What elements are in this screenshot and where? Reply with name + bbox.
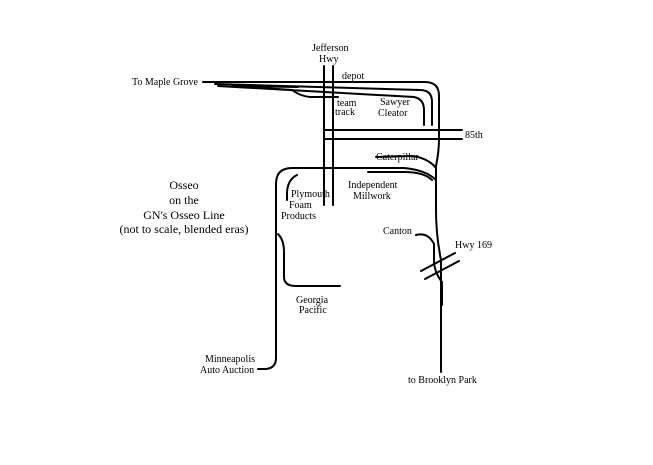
hwy169-road (424, 260, 460, 280)
plymouth-foam-label-3: Products (281, 211, 316, 222)
jefferson-hwy-label-2: Hwy (319, 54, 339, 65)
team-track-label: team (337, 98, 357, 109)
independent-millwork-label: Independent (348, 180, 398, 191)
georgia-pacific-label: Georgia (296, 295, 329, 306)
plymouth-foam-label-2: Foam (289, 200, 312, 211)
team-track-spur (261, 87, 339, 98)
jefferson-hwy-label: Jefferson (312, 43, 349, 54)
maple-grove-label: To Maple Grove (132, 77, 198, 88)
caterpillar-spur (375, 154, 437, 169)
georgia-pacific-label-2: Pacific (299, 305, 327, 316)
independent-millwork-spur (367, 171, 433, 181)
diagram-title-line4: (not to scale, blended eras) (119, 222, 249, 236)
plymouth-foam-label: Plymouth (291, 189, 330, 200)
minneapolis-auto-auction-label: Minneapolis (205, 354, 255, 365)
diagram-title-line2: on the (169, 193, 199, 207)
depot-spur (231, 85, 299, 88)
diagram-title-line1: Osseo (169, 178, 199, 192)
sawyer-cleator-label-2: Cleator (378, 108, 408, 119)
minneapolis-auto-auction-label-2: Auto Auction (200, 365, 255, 376)
depot-label: depot (342, 71, 365, 82)
siding-track (217, 85, 425, 126)
hwy169-road (420, 252, 456, 272)
diagram-title-line3: GN's Osseo Line (143, 208, 225, 222)
west-branch-track (257, 167, 437, 370)
brooklyn-park-label: to Brooklyn Park (408, 375, 477, 386)
85th-label: 85th (465, 130, 483, 141)
caterpillar-label: Caterpillar (376, 152, 419, 163)
main-line-track (202, 81, 442, 373)
georgia-pacific-spur (277, 233, 341, 287)
hwy169-label: Hwy 169 (455, 240, 492, 251)
plymouth-foam-spur (286, 174, 298, 201)
siding-track (214, 83, 433, 126)
independent-millwork-label-2: Millwork (353, 191, 391, 202)
sawyer-cleator-label: Sawyer (380, 97, 410, 108)
team-track-label-2: track (335, 107, 355, 118)
canton-label: Canton (383, 226, 412, 237)
canton-spur (415, 233, 443, 306)
